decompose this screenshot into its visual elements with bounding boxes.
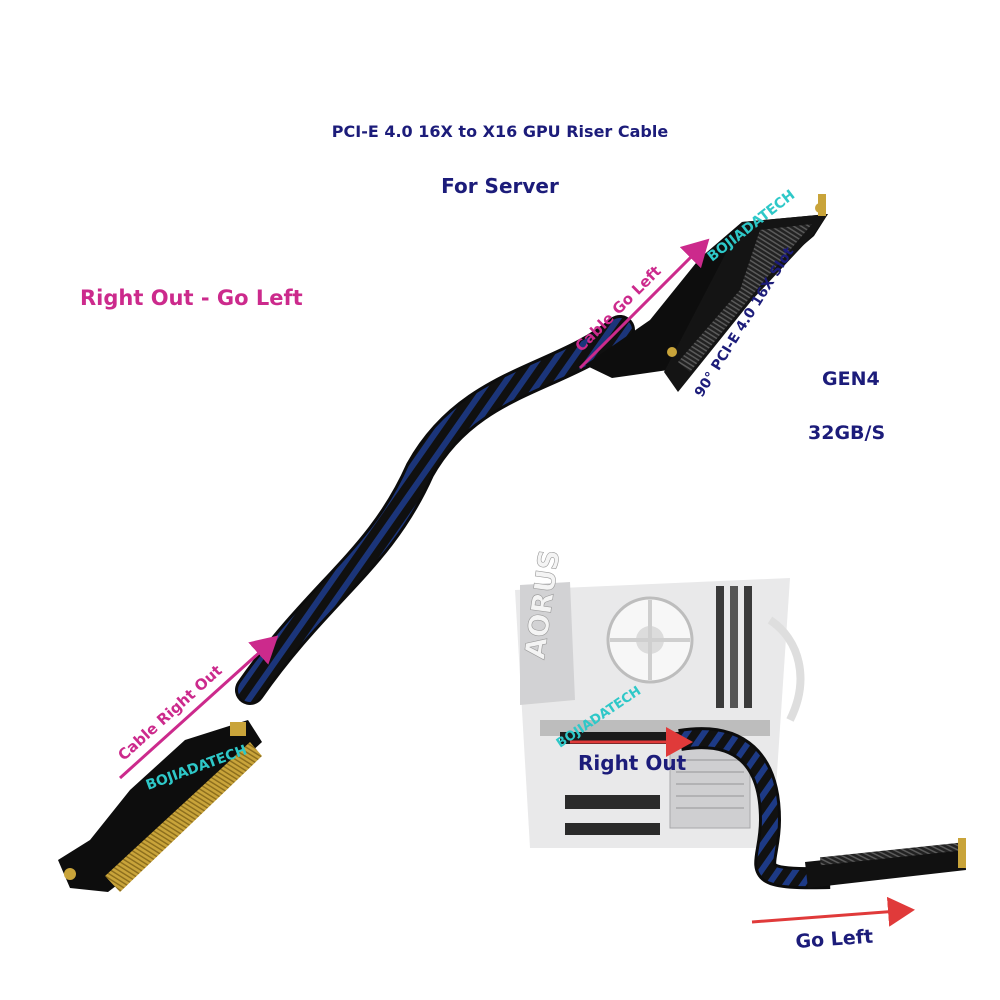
page-title: PCI-E 4.0 16X to X16 GPU Riser Cable — [331, 122, 669, 141]
mode-label: Right Out - Go Left — [80, 286, 303, 310]
inset-photo: AORUS — [515, 547, 966, 927]
mounting-hole-icon — [667, 347, 677, 357]
speed-label: 32GB/S — [808, 422, 886, 444]
inset-right-out-label: Right Out — [578, 751, 687, 775]
riser-cable — [235, 315, 635, 705]
top-slot-connector — [585, 194, 828, 392]
page-subtitle: For Server — [441, 174, 559, 198]
inset-go-left-label: Go Left — [795, 926, 874, 953]
bottom-edge-connector — [58, 720, 262, 892]
mounting-hole-icon — [64, 868, 76, 880]
generation-label: GEN4 — [822, 368, 880, 390]
